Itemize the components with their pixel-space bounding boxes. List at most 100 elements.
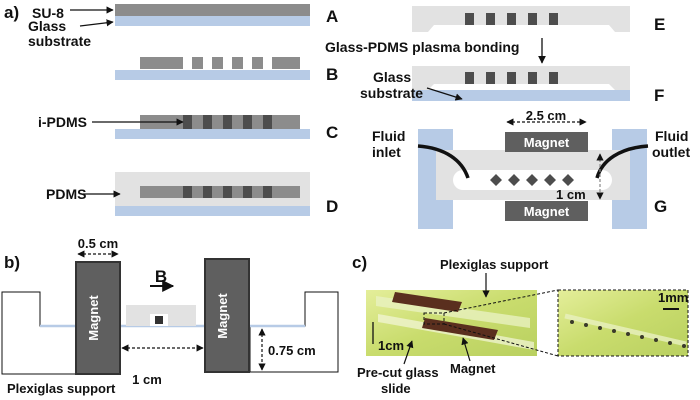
step-e: E [412, 6, 665, 34]
magnet-photo-upper [392, 292, 462, 312]
su8-gap [183, 55, 192, 69]
ipdms-label: i-PDMS [38, 114, 87, 130]
panel-b-label: b) [4, 253, 20, 272]
photo-zoom [557, 289, 689, 357]
magnet-arrow [461, 337, 471, 362]
zoom-box [423, 312, 445, 325]
slide-label-2: slide [381, 381, 411, 396]
magnet-bottom-label: Magnet [524, 204, 570, 219]
magnet-top-label: Magnet [524, 135, 570, 150]
step-label-d: D [326, 197, 338, 216]
step-label-e: E [654, 15, 665, 34]
slide-arrow [403, 340, 414, 365]
glass-substrate [115, 70, 310, 80]
magnet-left-label: Magnet [86, 295, 101, 341]
zoom-glass-line [564, 313, 687, 347]
su8-gap [263, 55, 272, 69]
ipdms-pillar [263, 186, 272, 198]
field-label: B [155, 267, 167, 286]
glass-substrate-f-label-2: substrate [360, 85, 423, 101]
step-a: SU-8 Glass substrate A [28, 4, 338, 49]
slide-label-1: Pre-cut glass [357, 365, 439, 380]
fluid-inlet-label-2: inlet [372, 144, 401, 160]
width-dimension-label: 2.5 cm [526, 108, 566, 123]
su8-layer [140, 186, 300, 198]
ipdms-pillar [243, 115, 252, 129]
fluid-outlet-label-1: Fluid [655, 128, 688, 144]
scale-1cm-label: 1cm [378, 338, 404, 353]
support-right-block [249, 291, 339, 373]
ipdms-pillar [243, 186, 252, 198]
panel-c: c) 1cm 1mm Plexiglas support Pre-cut gla… [352, 253, 689, 396]
ipdms-pillar [507, 72, 516, 84]
scale-1mm-label: 1mm [658, 290, 688, 305]
step-label-g: G [654, 197, 667, 216]
su8-gap [243, 55, 252, 69]
su8-gap [223, 55, 232, 69]
ipdms-pillar [183, 115, 192, 129]
magnet-left [75, 261, 121, 375]
gap-label: 1 cm [132, 372, 162, 387]
pdms-chip [412, 66, 630, 90]
magnet-top [505, 132, 588, 152]
ipdms-pillar [549, 72, 558, 84]
panel-a-right: E Glass-PDMS plasma bonding Glass substr… [325, 6, 690, 229]
ipdms-pillar [528, 72, 537, 84]
ipdms-pillar [465, 72, 474, 84]
zoom-line-top [443, 289, 559, 314]
gap-dimension-label: 1 cm [556, 187, 586, 202]
ipdms-pillar [223, 186, 232, 198]
magnet-bottom [505, 201, 588, 221]
zoom-pillars [570, 320, 686, 348]
support-label: Plexiglas support [7, 381, 116, 396]
su8-layer [115, 4, 310, 16]
glass-substrate-label-1: Glass [28, 18, 66, 34]
glass-substrate [115, 206, 310, 216]
step-label-a: A [326, 7, 338, 26]
panel-a-label: a) [4, 3, 19, 22]
glass-arrow [79, 19, 114, 27]
su8-gap [203, 55, 212, 69]
magnet-label: Magnet [450, 361, 496, 376]
ipdms-pillars [490, 174, 574, 186]
ipdms-pillar [223, 115, 232, 129]
ipdms-pillar [263, 115, 272, 129]
step-g: Magnet Magnet 2.5 cm 1 cm Fluid inlet Fl… [372, 108, 690, 229]
glass-substrate-f-label-1: Glass [373, 69, 411, 85]
inlet-tube [417, 144, 470, 179]
support-label: Plexiglas support [440, 257, 549, 272]
fluid-outlet-label-2: outlet [652, 144, 690, 160]
plasma-bonding-label: Glass-PDMS plasma bonding [325, 39, 519, 55]
step-label-f: F [654, 86, 664, 105]
glass-substrate [412, 90, 630, 101]
ipdms-pillar [203, 186, 212, 198]
glass-substrate [115, 16, 310, 26]
su8-base [140, 57, 300, 69]
glass-f-arrow [426, 87, 463, 101]
magnet-width-label: 0.5 cm [78, 236, 118, 251]
chip-pillar [155, 316, 163, 324]
step-d: PDMS D [46, 172, 338, 216]
ipdms-pillar [486, 13, 495, 25]
support-left-block [1, 291, 83, 375]
step-f: Glass substrate F [360, 66, 664, 105]
glass-substrate [115, 129, 310, 139]
ipdms-pillar [507, 13, 516, 25]
panel-a: a) SU-8 Glass substrate A B [4, 3, 338, 216]
ipdms-pillar [465, 13, 474, 25]
pdms-chip [412, 6, 630, 32]
ipdms-pillar [203, 115, 212, 129]
magnet-right-label: Magnet [215, 293, 230, 339]
magnet-right [204, 258, 250, 373]
step-label-c: C [326, 123, 338, 142]
height-label: 0.75 cm [268, 343, 316, 358]
ipdms-pillar [528, 13, 537, 25]
glass-substrate-label-2: substrate [28, 33, 91, 49]
su8-label: SU-8 [32, 5, 64, 21]
panel-b: b) Magnet Magnet B 0.5 cm 1 cm 0.75 cm P… [1, 236, 339, 396]
ipdms-pillar [486, 72, 495, 84]
pdms-label: PDMS [46, 186, 86, 202]
panel-c-label: c) [352, 253, 367, 272]
step-label-b: B [326, 65, 338, 84]
